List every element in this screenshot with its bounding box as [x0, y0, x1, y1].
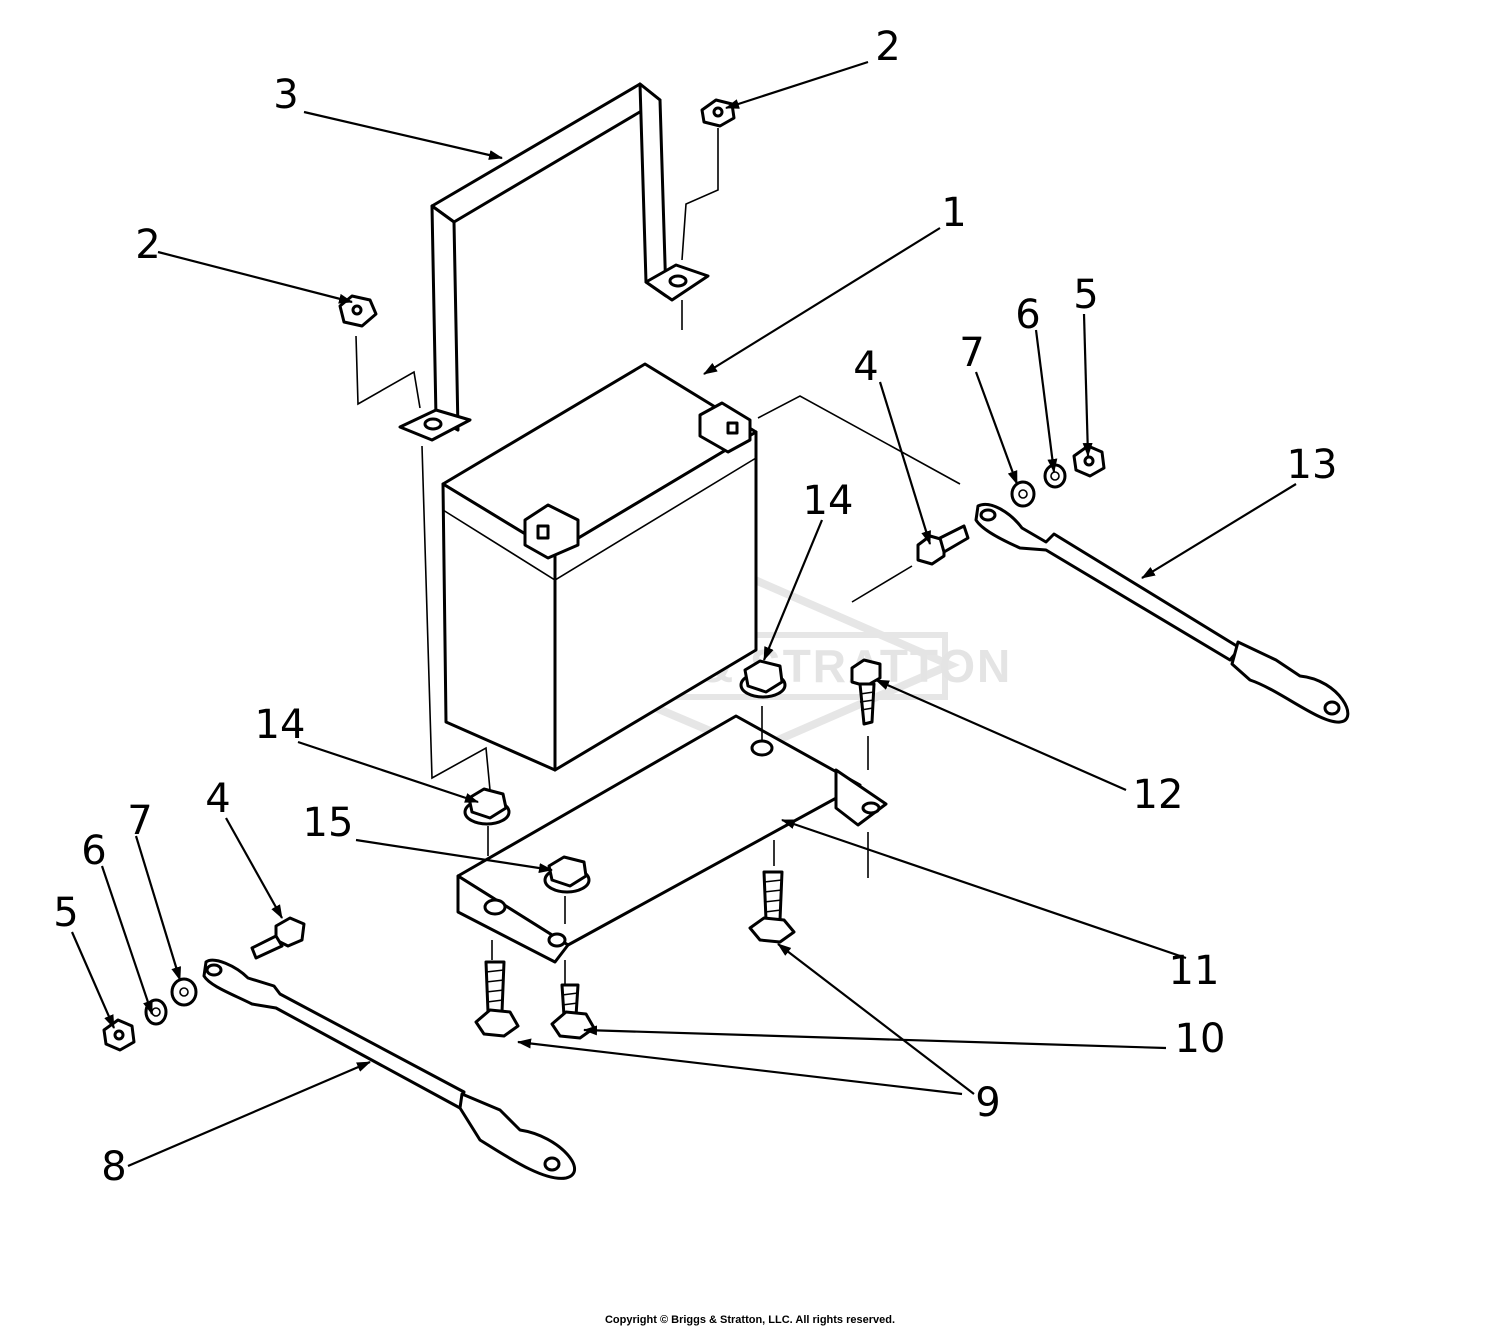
battery-cable-8: [202, 958, 576, 1180]
alignment-lines: [355, 128, 961, 984]
callout-13: 13: [1287, 442, 1338, 488]
callout-10: 10: [1175, 1016, 1226, 1062]
callout-7-left: 7: [127, 798, 152, 844]
callout-1: 1: [941, 190, 966, 236]
callout-14-upper: 14: [803, 478, 854, 524]
battery-cable-13: [974, 503, 1350, 724]
callout-15: 15: [303, 800, 354, 846]
hex-nut-top-right: [700, 98, 736, 128]
callout-labels: 1 2 2 3 4 4 5 5 6 6 7 7 8 9 10 11 12 13 …: [53, 24, 1337, 1190]
hex-nut-5-left: [102, 1018, 136, 1052]
lock-washer-6-right: [1043, 463, 1067, 489]
callout-5-left: 5: [53, 890, 78, 936]
bolt-left: [250, 916, 306, 960]
callout-8: 8: [101, 1144, 126, 1190]
flange-nut-lower: [463, 787, 511, 826]
callout-3: 3: [273, 72, 298, 118]
washer-7-right: [1010, 480, 1036, 508]
callout-11: 11: [1169, 948, 1220, 994]
washer-7-left: [170, 977, 198, 1007]
hold-down-bracket: [398, 82, 710, 442]
leader-lines: [70, 60, 1297, 1168]
flange-nut-upper: [739, 659, 787, 699]
callout-14-lower: 14: [255, 702, 306, 748]
callout-9: 9: [975, 1080, 1000, 1126]
callout-6-right: 6: [1015, 292, 1040, 338]
callout-7-right: 7: [959, 330, 984, 376]
callout-4-right: 4: [853, 344, 878, 390]
callout-2-left: 2: [135, 222, 160, 268]
battery: [441, 362, 758, 772]
copyright-notice: Copyright © Briggs & Stratton, LLC. All …: [604, 1314, 896, 1326]
callout-4-left: 4: [205, 776, 230, 822]
screw-9-left: [474, 960, 520, 1038]
callout-2-top: 2: [875, 24, 900, 70]
callout-5-right: 5: [1073, 272, 1098, 318]
callout-12: 12: [1133, 772, 1184, 818]
callout-6-left: 6: [81, 828, 106, 874]
flange-nut-tray: [543, 855, 591, 894]
screw-9-right: [748, 870, 796, 944]
hex-nut-5-right: [1072, 444, 1106, 478]
screw-12: [850, 658, 882, 726]
